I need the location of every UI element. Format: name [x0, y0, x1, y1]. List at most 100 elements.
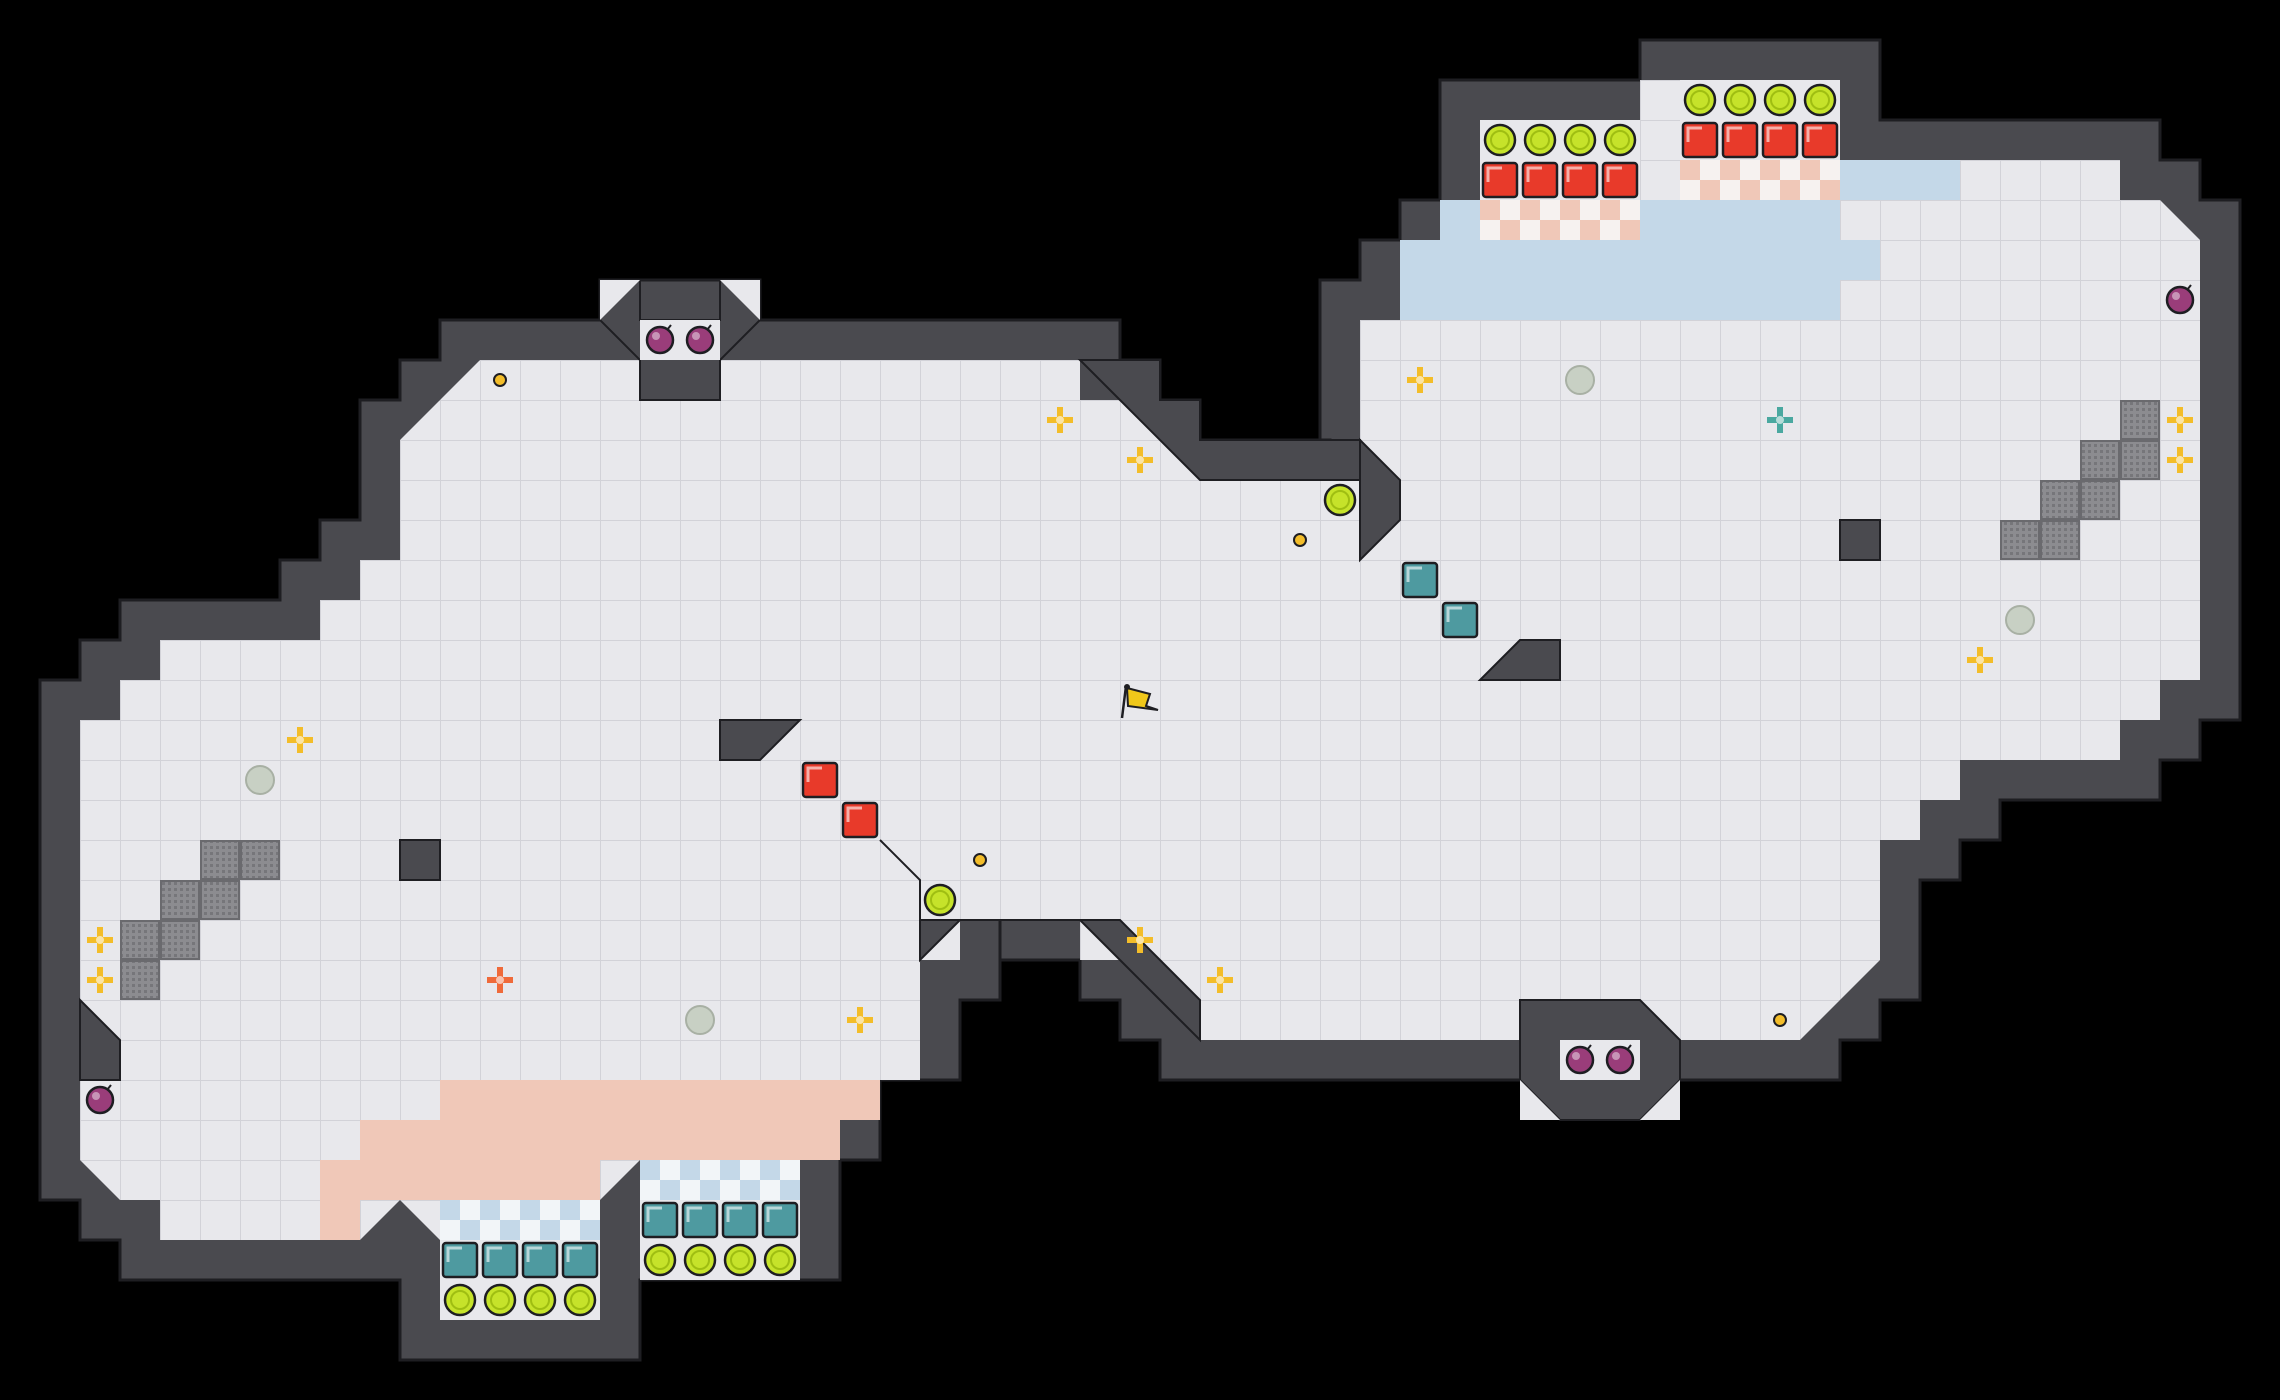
gold-plus-icon[interactable]: [87, 927, 113, 953]
lime-coin-icon[interactable]: [1563, 123, 1597, 157]
lime-coin-icon[interactable]: [1523, 123, 1557, 157]
lime-coin-icon[interactable]: [683, 1243, 717, 1277]
teal-crate-icon[interactable]: [761, 1201, 799, 1239]
ghost-circle-icon: [245, 765, 275, 795]
lime-coin-icon[interactable]: [1323, 483, 1357, 517]
lime-coin-icon[interactable]: [1683, 83, 1717, 117]
gold-plus-icon[interactable]: [2167, 447, 2193, 473]
gray-grate-icon: [2040, 480, 2080, 520]
alcoves: [599, 279, 1681, 1121]
gold-plus-icon[interactable]: [1207, 967, 1233, 993]
gold-plus-icon[interactable]: [2167, 407, 2193, 433]
teal-crate-icon[interactable]: [561, 1241, 599, 1279]
gold-plus-icon[interactable]: [1047, 407, 1073, 433]
gold-dot-icon[interactable]: [493, 373, 507, 387]
bottom-nook-tab-2: [1640, 1080, 1680, 1120]
gold-plus-icon[interactable]: [1127, 927, 1153, 953]
lime-coin-icon[interactable]: [1803, 83, 1837, 117]
lime-coin-icon[interactable]: [1603, 123, 1637, 157]
items: [85, 83, 2195, 1317]
purple-bomb-icon[interactable]: [1565, 1044, 1595, 1075]
purple-bomb-icon[interactable]: [645, 324, 675, 355]
red-check-zone-2: [1680, 160, 1840, 200]
lime-coin-icon[interactable]: [763, 1243, 797, 1277]
teal-crate-icon[interactable]: [721, 1201, 759, 1239]
red-crate-icon[interactable]: [841, 801, 879, 839]
red-crate-icon[interactable]: [1761, 121, 1799, 159]
bottom-nook-tab-1: [1520, 1080, 1560, 1120]
gray-grate-icon: [2120, 440, 2160, 480]
lime-coin-icon[interactable]: [523, 1283, 557, 1317]
gray-grate-icon: [160, 920, 200, 960]
gold-plus-icon[interactable]: [287, 727, 313, 753]
gold-dot-icon[interactable]: [1293, 533, 1307, 547]
lime-coin-icon[interactable]: [1763, 83, 1797, 117]
gold-plus-icon[interactable]: [1967, 647, 1993, 673]
teal-plus-icon[interactable]: [1767, 407, 1793, 433]
gray-grate-icon: [240, 840, 280, 880]
top-nook-tabs: [600, 280, 640, 320]
lime-coin-icon[interactable]: [643, 1243, 677, 1277]
gray-grate-icon: [120, 920, 160, 960]
lime-coin-icon[interactable]: [563, 1283, 597, 1317]
blue-check-zone-2: [640, 1160, 800, 1200]
right-room-floor: [1080, 80, 2200, 1040]
red-crate-icon[interactable]: [1601, 161, 1639, 199]
red-crate-icon[interactable]: [1561, 161, 1599, 199]
red-check-zone-1: [1480, 200, 1640, 240]
teal-crate-icon[interactable]: [1401, 561, 1439, 599]
gray-grate-icon: [120, 960, 160, 1000]
left-room-floor: [80, 360, 1340, 1320]
gold-dot-icon[interactable]: [973, 853, 987, 867]
red-crate-icon[interactable]: [1521, 161, 1559, 199]
blue-check-zone-1: [440, 1200, 600, 1240]
lime-coin-icon[interactable]: [1483, 123, 1517, 157]
purple-bomb-icon[interactable]: [2165, 284, 2195, 315]
ramp-block-2: [1477, 639, 1561, 681]
purple-bomb-icon[interactable]: [685, 324, 715, 355]
teal-crate-icon[interactable]: [681, 1201, 719, 1239]
purple-bomb-icon[interactable]: [1605, 1044, 1635, 1075]
ramp-block-3: [79, 997, 121, 1081]
gray-grate-icon: [2080, 480, 2120, 520]
grates: [120, 400, 2160, 1000]
red-crate-icon[interactable]: [1801, 121, 1839, 159]
gray-grate-icon: [200, 880, 240, 920]
ghost-circle-icon: [685, 1005, 715, 1035]
gold-plus-icon[interactable]: [847, 1007, 873, 1033]
lime-coin-icon[interactable]: [1723, 83, 1757, 117]
gold-dot-icon[interactable]: [1773, 1013, 1787, 1027]
ramp-block-1: [719, 719, 803, 761]
gold-plus-icon[interactable]: [87, 967, 113, 993]
lime-coin-icon[interactable]: [483, 1283, 517, 1317]
red-crate-icon[interactable]: [1681, 121, 1719, 159]
lime-coin-icon[interactable]: [443, 1283, 477, 1317]
purple-bomb-icon[interactable]: [85, 1084, 115, 1115]
gray-grate-icon: [2040, 520, 2080, 560]
small-block-2: [1839, 519, 1881, 561]
red-crate-icon[interactable]: [801, 761, 839, 799]
inner-wall-north-slope: [1077, 359, 1361, 481]
gold-plus-icon[interactable]: [1127, 447, 1153, 473]
yellow-flag-icon[interactable]: [1120, 684, 1159, 719]
red-crate-icon[interactable]: [1481, 161, 1519, 199]
floor-layer: [80, 80, 2200, 1320]
teal-crate-icon[interactable]: [521, 1241, 559, 1279]
orange-plus-icon[interactable]: [487, 967, 513, 993]
red-crate-icon[interactable]: [1721, 121, 1759, 159]
gold-plus-icon[interactable]: [1407, 367, 1433, 393]
gray-grate-icon: [2120, 400, 2160, 440]
blue-zone-tip: [1920, 160, 1960, 200]
teal-crate-icon[interactable]: [481, 1241, 519, 1279]
top-nook-tabs-2: [720, 280, 760, 320]
gray-grate-icon: [2080, 440, 2120, 480]
small-block-1: [399, 839, 441, 881]
teal-crate-icon[interactable]: [441, 1241, 479, 1279]
teal-crate-icon[interactable]: [1441, 601, 1479, 639]
lime-coin-icon[interactable]: [923, 883, 957, 917]
teal-crate-icon[interactable]: [641, 1201, 679, 1239]
lime-coin-icon[interactable]: [723, 1243, 757, 1277]
gray-grate-icon: [2000, 520, 2040, 560]
